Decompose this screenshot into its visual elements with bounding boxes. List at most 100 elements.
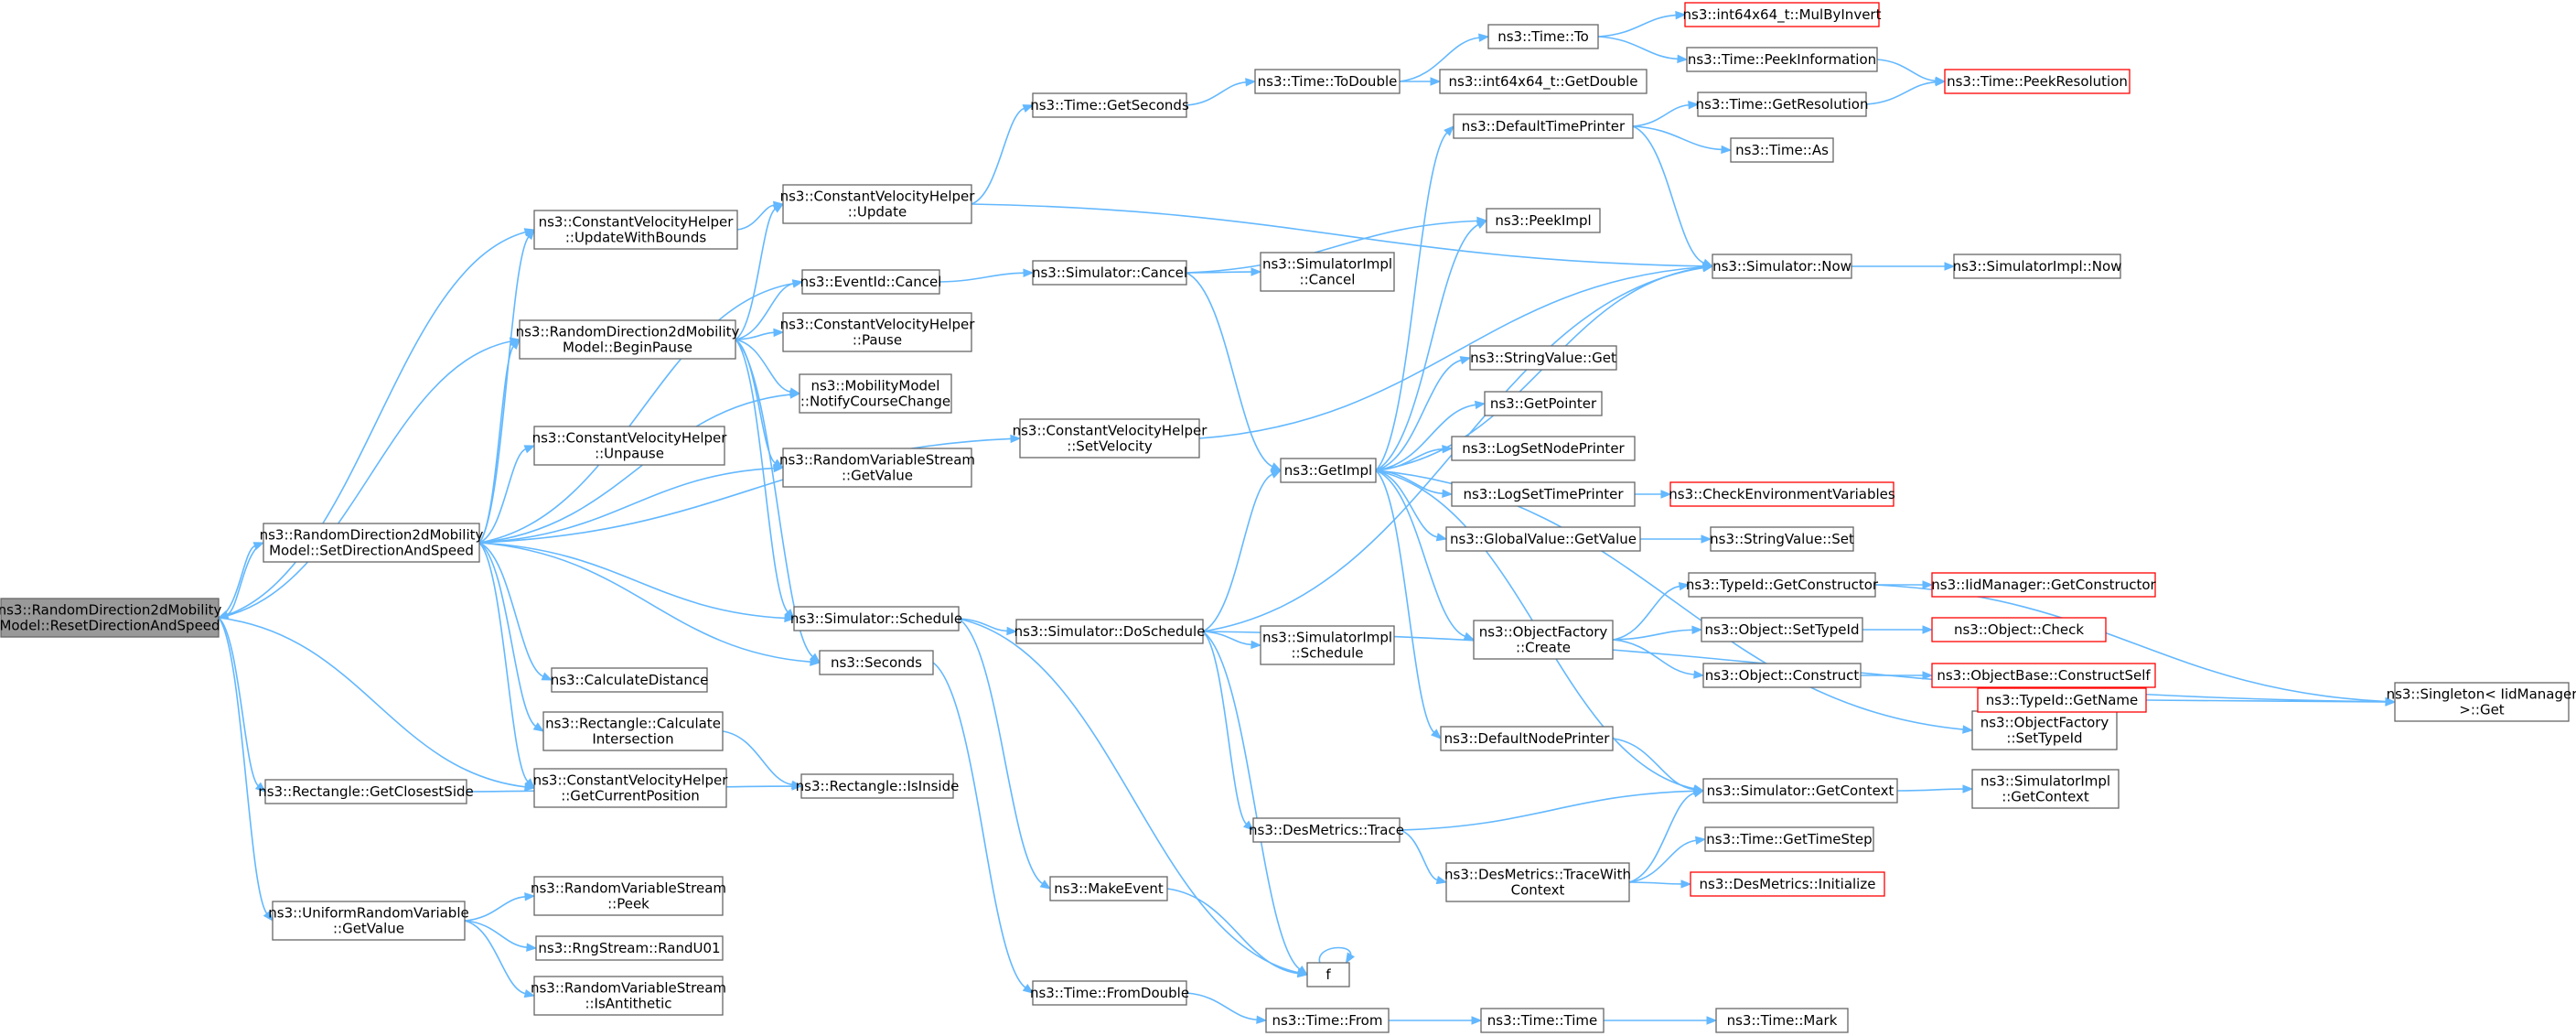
edge-line (1375, 448, 1444, 471)
node-int64-mulbyinvert[interactable]: ns3::int64x64_t::MulByInvert (1683, 2, 1882, 27)
node-deftimeprinter[interactable]: ns3::DefaultTimePrinter (1453, 113, 1634, 139)
node-typeid-getctor[interactable]: ns3::TypeId::GetConstructor (1686, 572, 1879, 598)
call-graph-edges (217, 10, 2397, 1025)
node-time-peekres[interactable]: ns3::Time::PeekResolution (1944, 69, 2131, 94)
node-sim-getcontext[interactable]: ns3::Simulator::GetContext (1702, 778, 1898, 804)
node-label: ns3::TypeId::GetConstructor (1686, 577, 1879, 593)
node-cvh-update[interactable]: ns3::ConstantVelocityHelper::Update (780, 184, 976, 224)
node-label: ::GetCurrentPosition (561, 788, 700, 804)
node-box (542, 711, 724, 751)
node-time-time[interactable]: ns3::Time::Time (1480, 1008, 1605, 1033)
edge-arrowhead (1442, 489, 1454, 498)
node-time-to[interactable]: ns3::Time::To (1487, 24, 1599, 49)
node-peekimpl[interactable]: ns3::PeekImpl (1486, 208, 1601, 233)
node-label: ns3::Time::GetResolution (1696, 96, 1869, 113)
node-obj-construct[interactable]: ns3::Object::Construct (1702, 663, 1862, 688)
node-logsetnodeprinter[interactable]: ns3::LogSetNodePrinter (1451, 436, 1636, 461)
node-int64-getdouble[interactable]: ns3::int64x64_t::GetDouble (1439, 69, 1648, 94)
edge-arrowhead (772, 200, 785, 210)
node-time-peekinfo[interactable]: ns3::Time::PeekInformation (1686, 47, 1878, 72)
node-simimpl-getcontext[interactable]: ns3::SimulatorImpl::GetContext (1971, 769, 2120, 809)
node-root[interactable]: ns3::RandomDirection2dMobilityModel::Res… (0, 598, 222, 638)
edge-arrowhead (263, 910, 274, 923)
node-globalval-getvalue[interactable]: ns3::GlobalValue::GetValue (1445, 526, 1641, 552)
node-logsettimeprinter[interactable]: ns3::LogSetTimePrinter (1451, 481, 1636, 507)
node-seconds[interactable]: ns3::Seconds (819, 650, 934, 675)
node-getimpl[interactable]: ns3::GetImpl (1280, 458, 1377, 483)
node-obj-check[interactable]: ns3::Object::Check (1931, 617, 2107, 642)
node-calcdist[interactable]: ns3::CalculateDistance (551, 667, 709, 693)
node-time-getseconds[interactable]: ns3::Time::GetSeconds (1030, 92, 1189, 118)
node-time-fromdouble[interactable]: ns3::Time::FromDouble (1030, 980, 1189, 1006)
edge-getimpl-to-objfact-create (1375, 469, 1476, 641)
node-strval-get[interactable]: ns3::StringValue::Get (1469, 345, 1617, 371)
edge-line (1166, 888, 1299, 975)
node-simimpl-schedule[interactable]: ns3::SimulatorImpl::Schedule (1260, 625, 1395, 665)
node-getpointer[interactable]: ns3::GetPointer (1484, 391, 1603, 416)
node-sim-schedule[interactable]: ns3::Simulator::Schedule (790, 606, 962, 631)
node-typeid-getname[interactable]: ns3::TypeId::GetName (1977, 687, 2147, 713)
node-cvh-pause[interactable]: ns3::ConstantVelocityHelper::Pause (780, 312, 976, 352)
node-time-mark[interactable]: ns3::Time::Mark (1715, 1008, 1849, 1033)
edge-logsettimeprinter-to-checkenv (1635, 490, 1672, 499)
node-f[interactable]: f (1306, 962, 1350, 987)
edge-beginpause-to-mm-notify (735, 339, 801, 396)
edge-setdir-to-rvs-getvalue (478, 463, 785, 544)
node-sim-cancel[interactable]: ns3::Simulator::Cancel (1032, 260, 1187, 286)
node-objfact-create[interactable]: ns3::ObjectFactory::Create (1473, 620, 1614, 660)
node-beginpause[interactable]: ns3::RandomDirection2dMobilityModel::Beg… (516, 319, 740, 360)
node-objbase-constructself[interactable]: ns3::ObjectBase::ConstructSelf (1931, 663, 2156, 688)
node-box (1260, 252, 1395, 292)
node-cvh-getpos[interactable]: ns3::ConstantVelocityHelper::GetCurrentP… (533, 768, 729, 808)
node-rect-isinside[interactable]: ns3::Rectangle::IsInside (796, 773, 960, 799)
node-cvh-setvel[interactable]: ns3::ConstantVelocityHelper::SetVelocity (1013, 418, 1208, 459)
node-label: ns3::GetImpl (1284, 462, 1372, 479)
node-rng-randu01[interactable]: ns3::RngStream::RandU01 (535, 935, 724, 961)
node-sim-now[interactable]: ns3::Simulator::Now (1712, 254, 1852, 279)
node-rvs-isanti[interactable]: ns3::RandomVariableStream::IsAntithetic (531, 976, 726, 1016)
node-desm-init[interactable]: ns3::DesMetrics::Initialize (1690, 871, 1885, 897)
node-iidmgr-getctor[interactable]: ns3::IidManager::GetConstructor (1931, 572, 2157, 598)
node-simimpl-cancel[interactable]: ns3::SimulatorImpl::Cancel (1260, 252, 1395, 292)
node-desm-trace[interactable]: ns3::DesMetrics::Trace (1249, 817, 1404, 843)
node-makeevent[interactable]: ns3::MakeEvent (1049, 876, 1168, 901)
node-label: ns3::ConstantVelocityHelper (780, 317, 976, 333)
node-urv-getvalue[interactable]: ns3::UniformRandomVariable::GetValue (268, 901, 469, 941)
edge-urv-getvalue-to-rvs-peek (464, 892, 536, 922)
node-time-getres[interactable]: ns3::Time::GetResolution (1696, 92, 1869, 117)
node-rvs-peek[interactable]: ns3::RandomVariableStream::Peek (531, 876, 726, 916)
node-time-as[interactable]: ns3::Time::As (1730, 137, 1834, 163)
node-cvh-unpause[interactable]: ns3::ConstantVelocityHelper::Unpause (532, 426, 728, 466)
node-label: ns3::Object::SetTypeId (1705, 621, 1860, 638)
node-strval-set[interactable]: ns3::StringValue::Set (1710, 526, 1854, 552)
node-objfact-settypeid[interactable]: ns3::ObjectFactory::SetTypeId (1971, 710, 2118, 750)
edge-getimpl-to-strval-get (1375, 356, 1472, 471)
node-box (519, 319, 736, 360)
node-simimpl-now[interactable]: ns3::SimulatorImpl::Now (1953, 254, 2122, 279)
node-obj-settypeid[interactable]: ns3::Object::SetTypeId (1701, 617, 1863, 642)
node-time-todouble[interactable]: ns3::Time::ToDouble (1254, 69, 1401, 94)
node-rvs-getvalue[interactable]: ns3::RandomVariableStream::GetValue (779, 448, 975, 488)
node-setdir[interactable]: ns3::RandomDirection2dMobilityModel::Set… (260, 523, 484, 563)
node-box (1260, 625, 1395, 665)
node-mm-notify[interactable]: ns3::MobilityModel::NotifyCourseChange (799, 373, 952, 414)
edge-arrowhead (1474, 400, 1487, 410)
edge-setdir-to-calcdist (478, 542, 553, 681)
node-singleton-get[interactable]: ns3::Singleton< IidManager>::Get (2387, 682, 2576, 722)
edge-setdir-to-root (217, 542, 264, 619)
node-label: ns3::GlobalValue::GetValue (1450, 531, 1637, 547)
node-cvh-updwb[interactable]: ns3::ConstantVelocityHelper::UpdateWithB… (533, 210, 738, 250)
node-defnodeprinter[interactable]: ns3::DefaultNodePrinter (1440, 726, 1614, 751)
node-sim-doschedule[interactable]: ns3::Simulator::DoSchedule (1014, 619, 1206, 644)
edge-arrowhead (1922, 671, 1934, 680)
node-time-from[interactable]: ns3::Time::From (1265, 1008, 1390, 1033)
node-box (1712, 254, 1852, 279)
node-rect-closest[interactable]: ns3::Rectangle::GetClosestSide (258, 779, 474, 804)
node-checkenv[interactable]: ns3::CheckEnvironmentVariables (1669, 481, 1895, 507)
node-label: ns3::int64x64_t::MulByInvert (1683, 6, 1882, 24)
node-eventid-cancel[interactable]: ns3::EventId::Cancel (800, 269, 942, 295)
edge-arrowhead (523, 445, 536, 454)
node-time-gettimestep[interactable]: ns3::Time::GetTimeStep (1704, 826, 1874, 852)
